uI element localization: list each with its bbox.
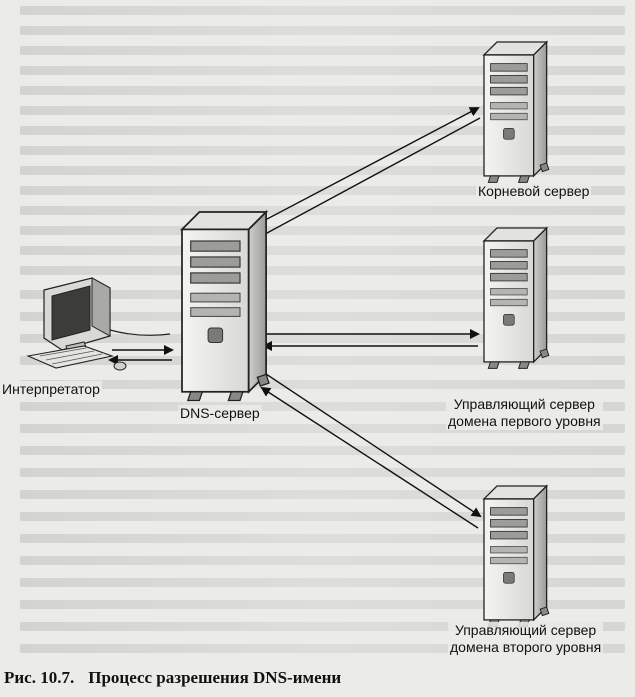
second-level-server-label: Управляющий сервер домена второго уровня [448,622,604,656]
figure-title: Процесс разрешения DNS-имени [88,668,342,687]
arrow-interpreter-to-dns [108,345,174,365]
first-level-server-label-line1: Управляющий сервер [453,396,595,412]
second-level-server-label-line1: Управляющий сервер [454,622,597,638]
first-level-server-icon [483,227,550,370]
arrow-dns-to-first-level [262,329,480,351]
interpreter-computer-icon [26,277,171,371]
first-level-server-label-line2: домена первого уровня [448,413,601,429]
root-server-label: Корневой сервер [476,183,592,200]
figure-caption: Рис. 10.7. Процесс разрешения DNS-имени [4,668,341,688]
arrow-dns-to-root [249,107,481,241]
interpreter-label: Интерпретатор [0,381,102,398]
root-server-icon [483,41,550,184]
dns-server-label: DNS-сервер [178,405,262,422]
dns-server-icon [181,211,270,402]
first-level-server-label: Управляющий сервер домена первого уровня [446,396,603,430]
second-level-server-icon [483,485,550,628]
figure-number: Рис. 10.7. [4,668,75,687]
arrow-dns-to-second-level [260,373,482,529]
second-level-server-label-line2: домена второго уровня [450,639,602,655]
